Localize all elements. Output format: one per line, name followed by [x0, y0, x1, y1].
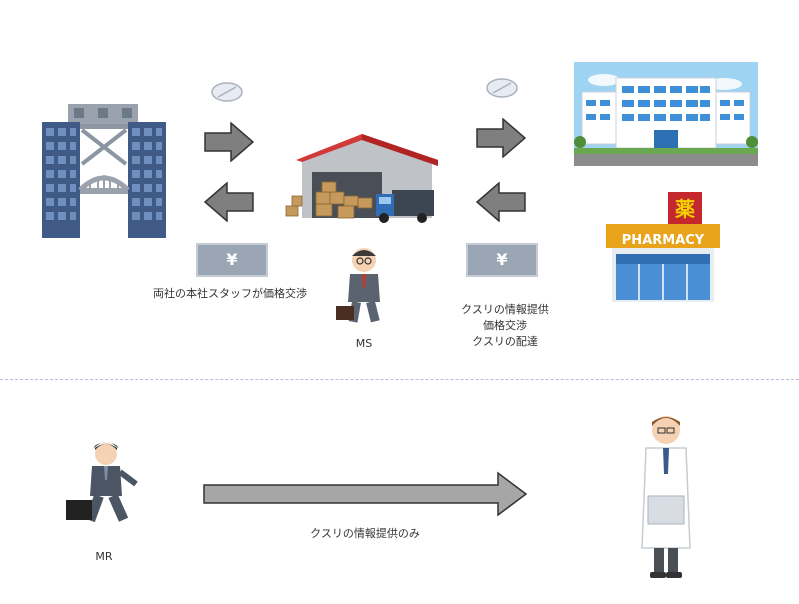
long-arrow-right-icon	[202, 471, 528, 517]
yen-note-icon: ¥	[466, 243, 538, 277]
service-item: クスリの情報提供	[461, 303, 549, 316]
pill-icon	[210, 80, 244, 104]
mr-label: MR	[95, 550, 113, 563]
pill-icon	[485, 76, 519, 100]
arrow-left-icon	[204, 182, 254, 222]
arrow-right-icon	[204, 122, 254, 162]
ms-label: MS	[355, 337, 373, 350]
warehouse-illustration	[282, 132, 442, 228]
mr-person-illustration	[64, 440, 144, 532]
yen-sign: ¥	[226, 250, 238, 269]
manufacturer-negotiation-note: 両社の本社スタッフが価格交渉	[153, 287, 307, 300]
pharmacy-kanji-sign: 薬	[675, 197, 695, 221]
yen-note-icon: ¥	[196, 243, 268, 277]
pharmacy-sign-text: PHARMACY	[621, 233, 705, 248]
arrow-right-icon	[476, 118, 526, 158]
hospital-illustration	[574, 62, 758, 166]
arrow-left-icon	[476, 182, 526, 222]
service-item: クスリの配達	[472, 335, 538, 348]
manufacturer-building	[40, 100, 168, 240]
section-divider	[0, 379, 799, 380]
ms-services-list: クスリの情報提供 価格交渉 クスリの配達	[440, 302, 570, 350]
yen-sign: ¥	[496, 250, 508, 269]
info-only-label: クスリの情報提供のみ	[310, 527, 420, 540]
pharmacy-illustration	[606, 192, 720, 304]
service-item: 価格交渉	[483, 319, 527, 332]
ms-person-illustration	[334, 244, 392, 326]
doctor-illustration	[634, 410, 698, 580]
